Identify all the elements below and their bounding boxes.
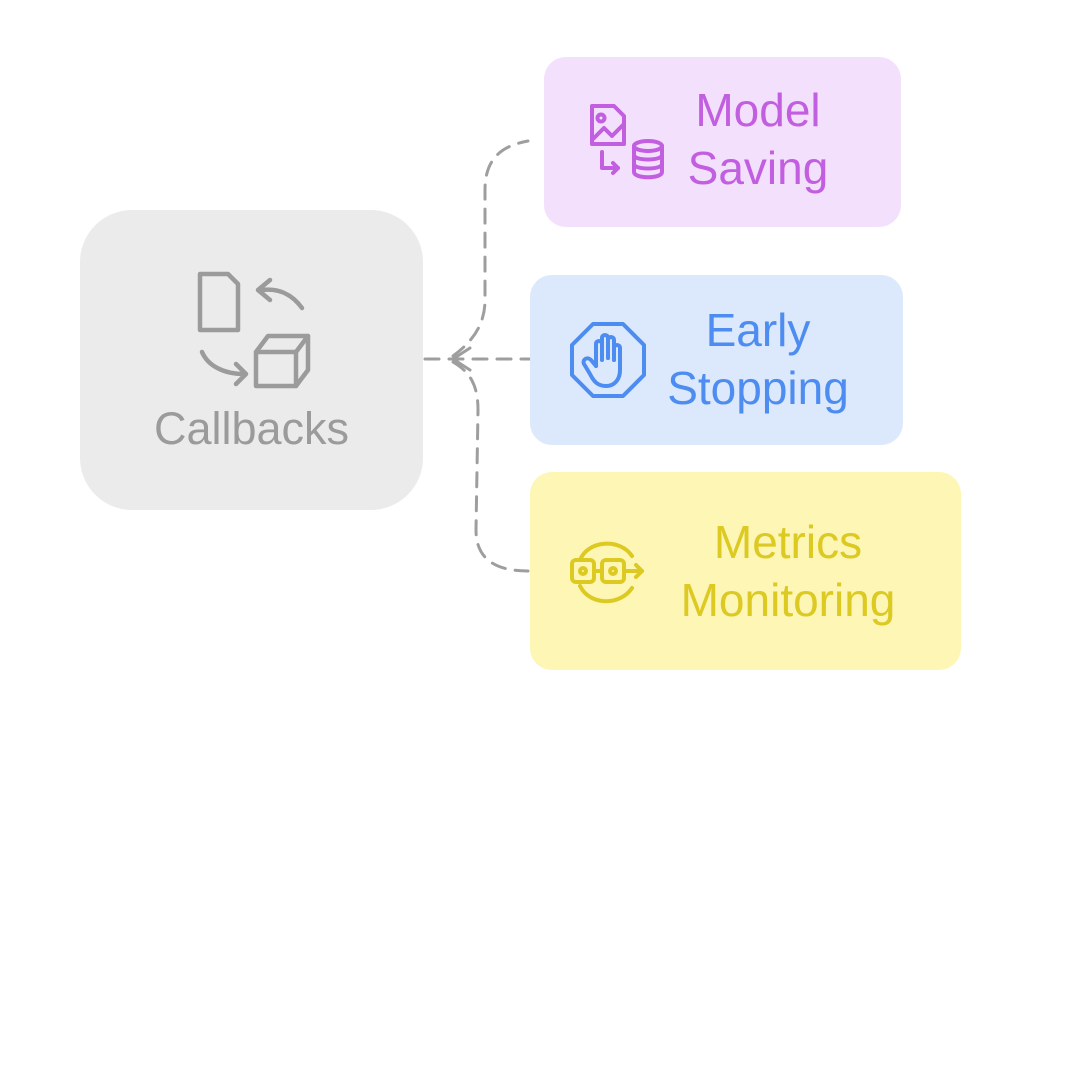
glasses-monitor-icon [568,532,648,612]
stop-hand-icon [568,320,648,400]
callbacks-node: Callbacks [80,210,423,510]
early-stopping-label: Early Stopping [658,301,858,417]
early-stopping-label-line-2: Stopping [667,362,849,414]
connector-arrowhead [451,346,472,372]
early-stopping-node: Early Stopping [530,275,903,445]
metrics-monitoring-node: Metrics Monitoring [530,472,961,670]
callbacks-label: Callbacks [153,402,350,454]
image-to-database-icon [588,102,668,182]
model-saving-label: Model Saving [678,81,838,197]
file-cube-cycle-icon [192,270,312,390]
metrics-monitoring-label: Metrics Monitoring [668,513,908,629]
model-saving-label-line-2: Saving [687,142,829,194]
early-stopping-label-line-1: Early [705,304,811,356]
metrics-monitoring-label-line-1: Metrics [713,516,863,568]
connector-model-saving [451,139,530,358]
model-saving-label-line-1: Model [695,84,821,136]
model-saving-node: Model Saving [544,57,901,227]
connector-metrics-monitoring [451,360,530,573]
metrics-monitoring-label-line-2: Monitoring [680,574,896,626]
